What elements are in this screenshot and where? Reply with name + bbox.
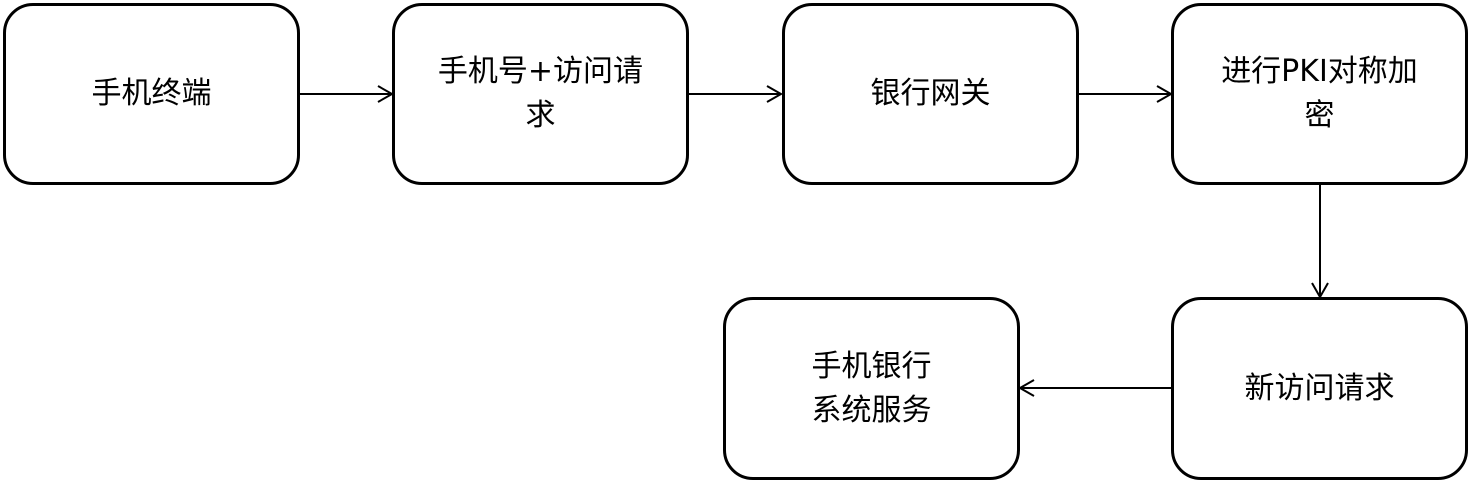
node-label-phone-number-access-request: 手机号+访问请 求 [437, 54, 644, 133]
node-label-mobile-banking-system-service: 手机银行 系统服务 [811, 348, 932, 428]
arrow-mobile-terminal-to-access-request [300, 85, 395, 103]
node-label-new-access-request: 新访问请求 [1244, 370, 1395, 406]
node-new-access-request: 新访问请求 [1171, 297, 1468, 480]
node-mobile-banking-system-service: 手机银行 系统服务 [723, 297, 1020, 480]
node-label-pki-symmetric-encryption: 进行PKI对称加 密 [1221, 54, 1418, 133]
node-label-bank-gateway: 银行网关 [870, 76, 991, 111]
node-bank-gateway: 银行网关 [782, 3, 1079, 185]
arrow-new-access-request-to-banking-service [1017, 379, 1171, 397]
arrow-access-request-to-bank-gateway [689, 85, 784, 103]
node-phone-number-access-request: 手机号+访问请 求 [392, 3, 689, 185]
node-label-mobile-terminal: 手机终端 [91, 76, 212, 111]
node-pki-symmetric-encryption: 进行PKI对称加 密 [1171, 3, 1468, 185]
arrow-bank-gateway-to-pki-encryption [1079, 85, 1174, 103]
arrow-pki-encryption-to-new-access-request [1311, 185, 1329, 300]
node-mobile-terminal: 手机终端 [3, 3, 300, 185]
